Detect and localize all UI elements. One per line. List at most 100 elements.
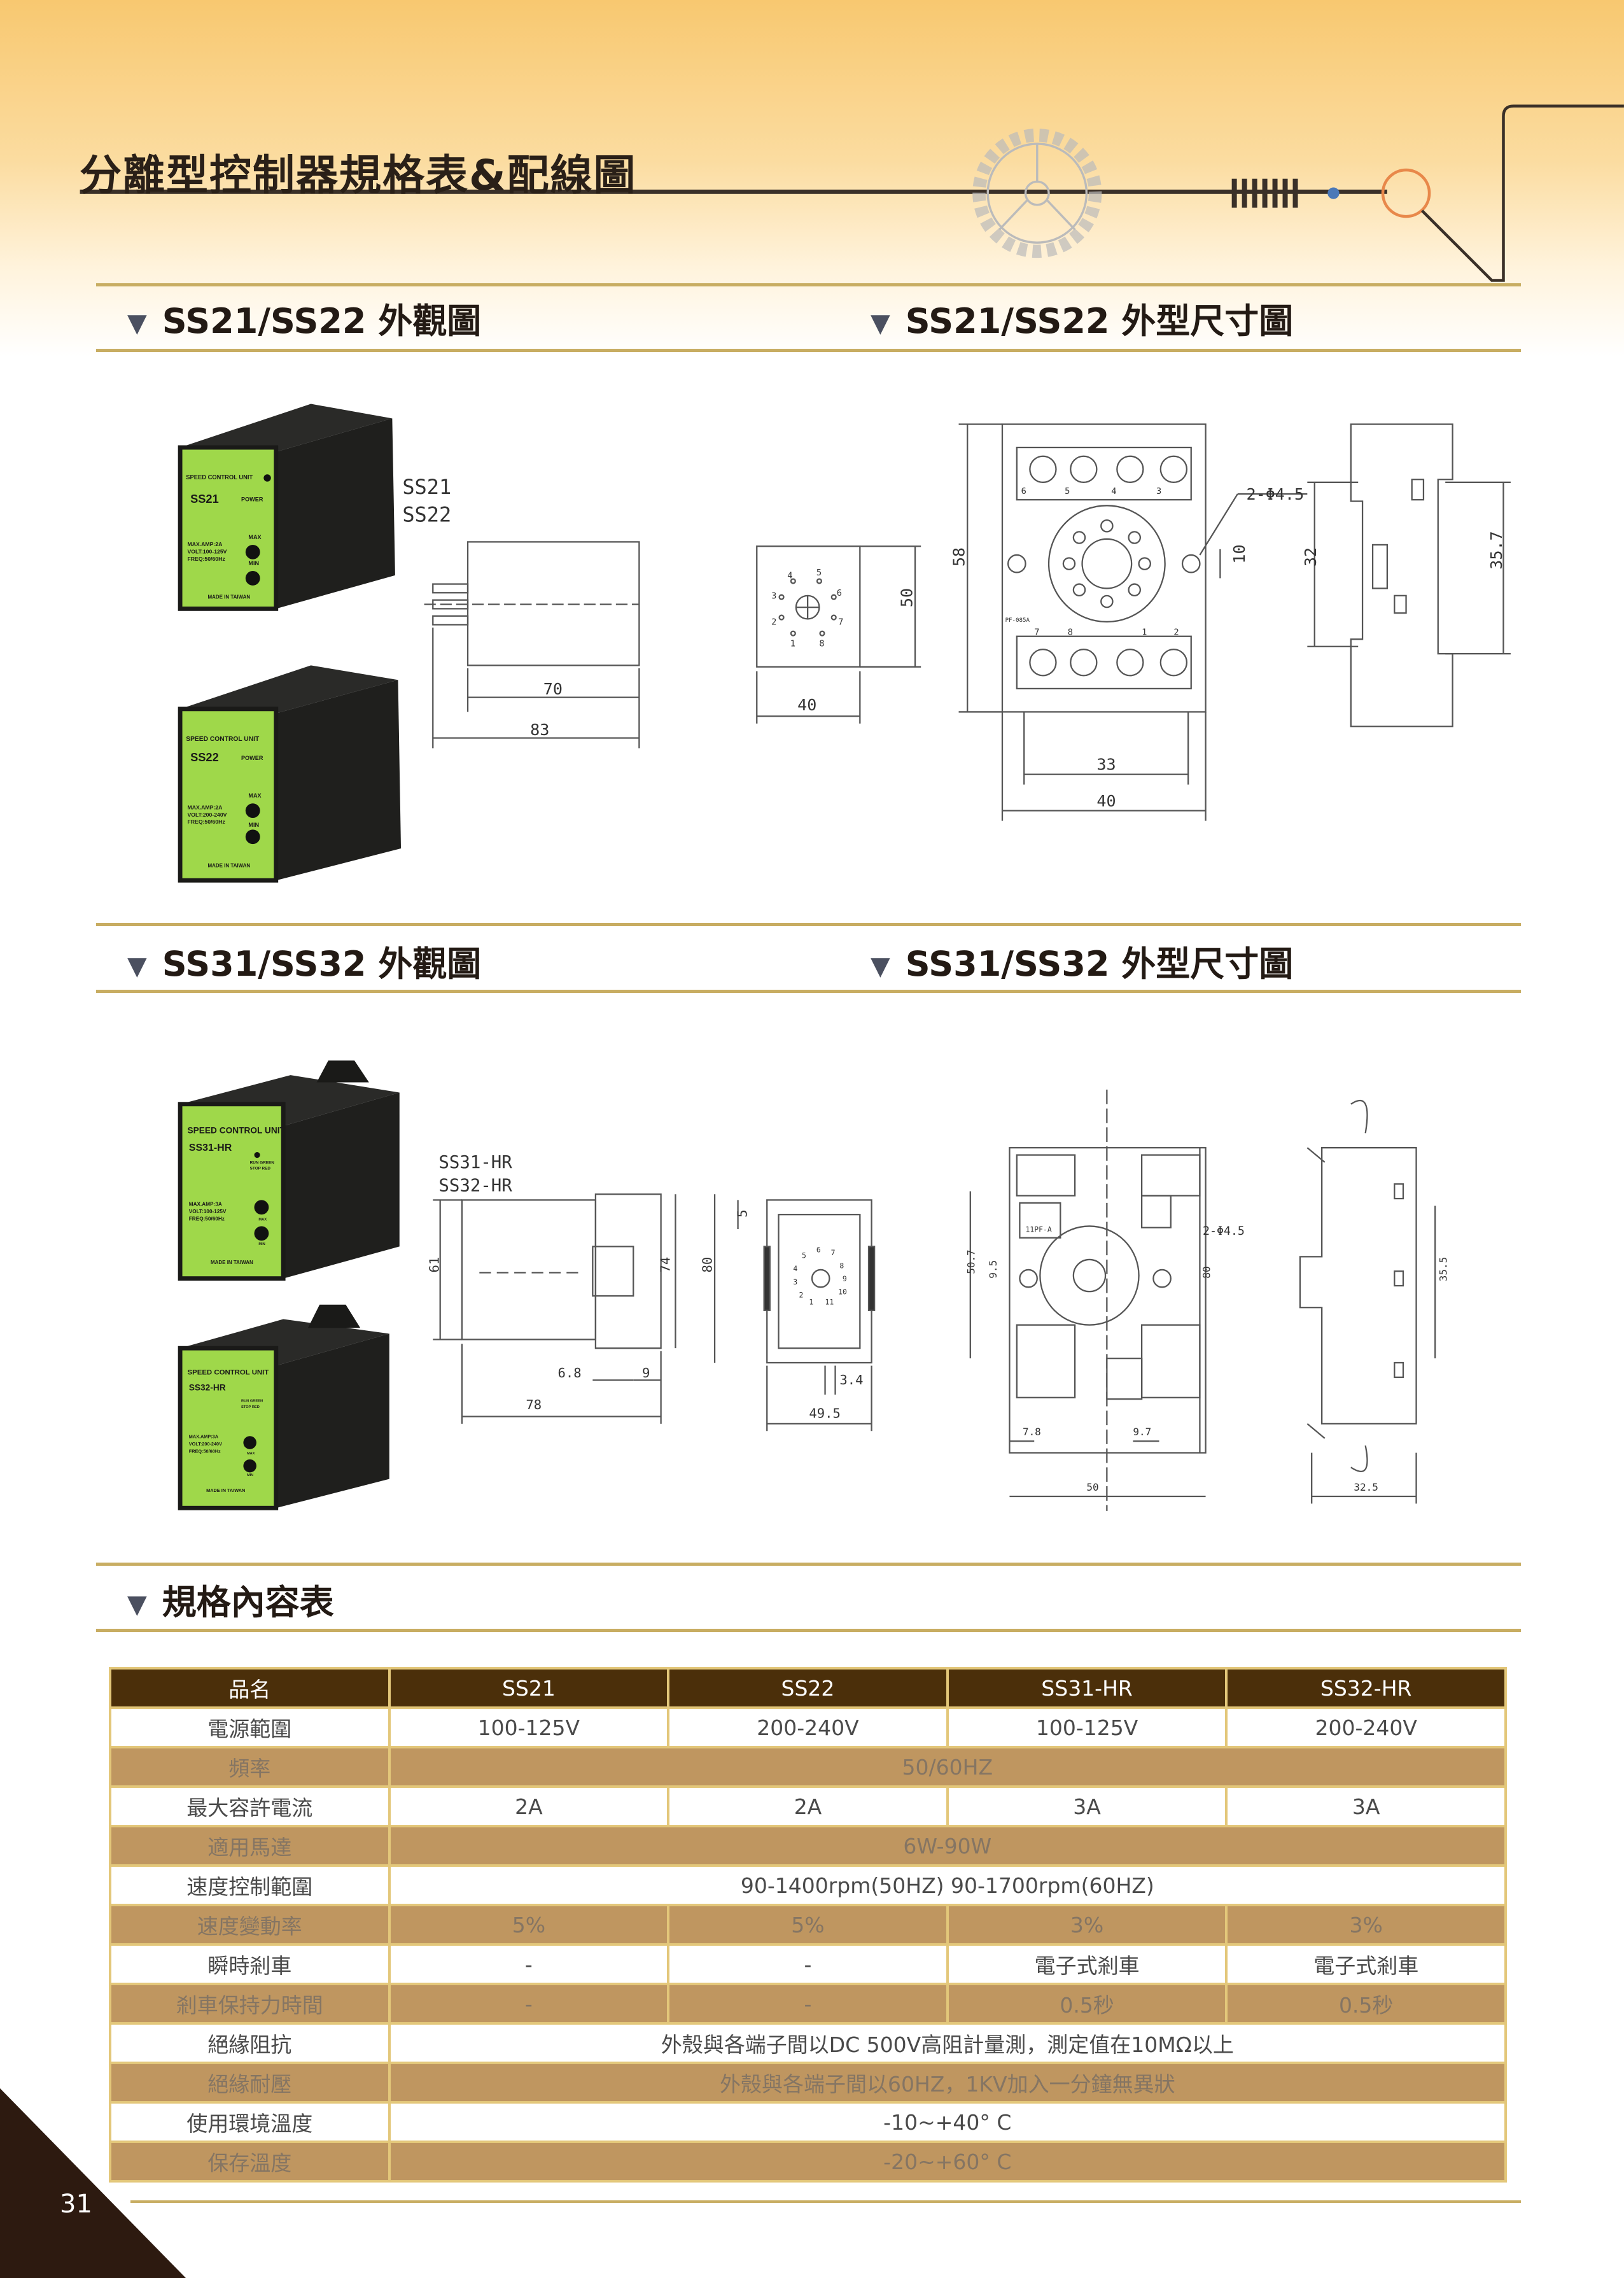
svg-text:MAX: MAX <box>248 534 261 540</box>
dimension-drawing-ss31-socket <box>969 1089 1207 1511</box>
triangle-icon: ▼ <box>871 309 890 339</box>
header-decoration <box>80 104 1624 282</box>
cell: 90-1400rpm(50HZ) 90-1700rpm(60HZ) <box>388 1864 1508 1906</box>
svg-text:80: 80 <box>700 1257 715 1273</box>
section-heading-spec-table: ▼規格內容表 <box>127 1582 334 1622</box>
dimension-drawing-ss31-front <box>713 1194 876 1431</box>
cell: - <box>667 1943 949 1985</box>
svg-text:8: 8 <box>1068 627 1073 637</box>
row-label: 瞬時剎車 <box>109 1943 391 1985</box>
cell: -20~+60° C <box>388 2141 1508 2183</box>
header-gradient <box>0 0 1624 356</box>
svg-text:MIN: MIN <box>248 560 259 566</box>
dot-icon <box>1327 187 1340 199</box>
section-heading-ss21-dimensions: ▼SS21/SS22 外型尺寸圖 <box>871 301 1294 341</box>
svg-text:4: 4 <box>1111 486 1116 496</box>
svg-text:VOLT:200-240V: VOLT:200-240V <box>188 812 227 818</box>
svg-text:MAX: MAX <box>258 1218 267 1221</box>
cell: 100-125V <box>388 1706 670 1748</box>
section-heading-ss31-appearance: ▼SS31/SS32 外觀圖 <box>127 944 482 984</box>
column-header: SS32-HR <box>1225 1667 1507 1709</box>
svg-text:MADE IN TAIWAN: MADE IN TAIWAN <box>207 863 250 869</box>
svg-text:2-Φ4.5: 2-Φ4.5 <box>1203 1225 1245 1238</box>
svg-text:MAX.AMP:3A: MAX.AMP:3A <box>189 1201 222 1207</box>
dimension-label: 58 <box>950 547 969 566</box>
dimension-drawing-ss21-socket-side <box>1307 423 1511 728</box>
product-photo-ss32-hr: SPEED CONTROL UNIT SS32-HR RUN GREEN STO… <box>178 1304 389 1510</box>
svg-text:3: 3 <box>771 591 776 601</box>
svg-text:10: 10 <box>838 1288 847 1297</box>
cell: 3% <box>1225 1904 1507 1946</box>
dimension-drawing-ss21-front <box>756 545 921 724</box>
column-header: 品名 <box>109 1667 391 1709</box>
svg-text:3: 3 <box>1156 486 1161 496</box>
svg-text:SS32-HR: SS32-HR <box>189 1382 226 1392</box>
dimension-drawing-ss21-side <box>424 541 640 749</box>
svg-text:SS22: SS22 <box>190 750 219 764</box>
svg-text:SS31-HR: SS31-HR <box>189 1143 232 1153</box>
product-photo-ss31-hr: SPEED CONTROL UNIT SS31-HR RUN GREEN STO… <box>178 1060 400 1281</box>
svg-text:RUN GREEN: RUN GREEN <box>241 1400 263 1403</box>
page-number: 31 <box>60 2190 92 2219</box>
cell: 200-240V <box>1225 1706 1507 1748</box>
cell: - <box>388 1943 670 1985</box>
cell: 2A <box>667 1785 949 1827</box>
divider <box>96 990 1521 993</box>
dimension-label: 35.7 <box>1487 531 1506 569</box>
svg-text:6: 6 <box>1021 486 1026 496</box>
svg-text:4: 4 <box>793 1264 797 1273</box>
svg-text:7: 7 <box>1034 627 1039 637</box>
dimension-drawing-ss31-side <box>433 1193 676 1424</box>
dimension-label: 50 <box>897 588 916 607</box>
svg-text:80: 80 <box>1200 1266 1212 1278</box>
cell: 0.5秒 <box>1225 1983 1507 2025</box>
svg-text:SPEED CONTROL UNIT: SPEED CONTROL UNIT <box>186 736 260 743</box>
svg-text:FREQ:50/60Hz: FREQ:50/60Hz <box>188 556 226 562</box>
svg-text:32.5: 32.5 <box>1354 1481 1378 1493</box>
svg-text:MIN: MIN <box>258 1242 265 1246</box>
svg-text:6: 6 <box>816 1246 821 1255</box>
svg-text:POWER: POWER <box>241 755 263 761</box>
dimension-label: 83 <box>530 721 549 739</box>
cell: 100-125V <box>946 1706 1228 1748</box>
row-label: 最大容許電流 <box>109 1785 391 1827</box>
cell: 電子式剎車 <box>1225 1943 1507 1985</box>
cell: 5% <box>388 1904 670 1946</box>
svg-text:2: 2 <box>799 1290 803 1299</box>
cell: 3A <box>1225 1785 1507 1827</box>
svg-text:9: 9 <box>642 1365 650 1381</box>
cell: -10~+40° C <box>388 2101 1508 2143</box>
svg-text:STOP RED: STOP RED <box>241 1405 260 1409</box>
column-header: SS22 <box>667 1667 949 1709</box>
drawing-label: SS31-HR <box>438 1153 512 1172</box>
cell: 電子式剎車 <box>946 1943 1228 1985</box>
svg-text:7: 7 <box>831 1248 836 1257</box>
svg-text:35.5: 35.5 <box>1437 1257 1449 1281</box>
power-led-icon <box>263 474 271 482</box>
svg-text:3.4: 3.4 <box>839 1372 863 1388</box>
svg-text:9.5: 9.5 <box>987 1260 999 1279</box>
svg-text:11PF-A: 11PF-A <box>1026 1225 1052 1234</box>
row-label: 速度變動率 <box>109 1904 391 1946</box>
divider <box>96 1629 1521 1632</box>
divider <box>96 349 1521 352</box>
cell: 外殼與各端子間以DC 500V高阻計量測，測定值在10MΩ以上 <box>388 2022 1508 2064</box>
svg-text:MAX.AMP:3A: MAX.AMP:3A <box>189 1434 219 1440</box>
svg-text:8: 8 <box>819 639 824 649</box>
svg-text:4: 4 <box>787 570 792 580</box>
cell: 50/60HZ <box>388 1746 1508 1788</box>
row-label: 頻率 <box>109 1746 391 1788</box>
svg-text:5: 5 <box>1065 486 1070 496</box>
triangle-icon: ▼ <box>871 952 890 981</box>
triangle-icon: ▼ <box>127 1590 147 1620</box>
svg-text:SPEED CONTROL UNIT: SPEED CONTROL UNIT <box>188 1125 286 1135</box>
cell: 3A <box>946 1785 1228 1827</box>
svg-text:6.8: 6.8 <box>558 1365 582 1381</box>
svg-text:6: 6 <box>837 588 842 598</box>
